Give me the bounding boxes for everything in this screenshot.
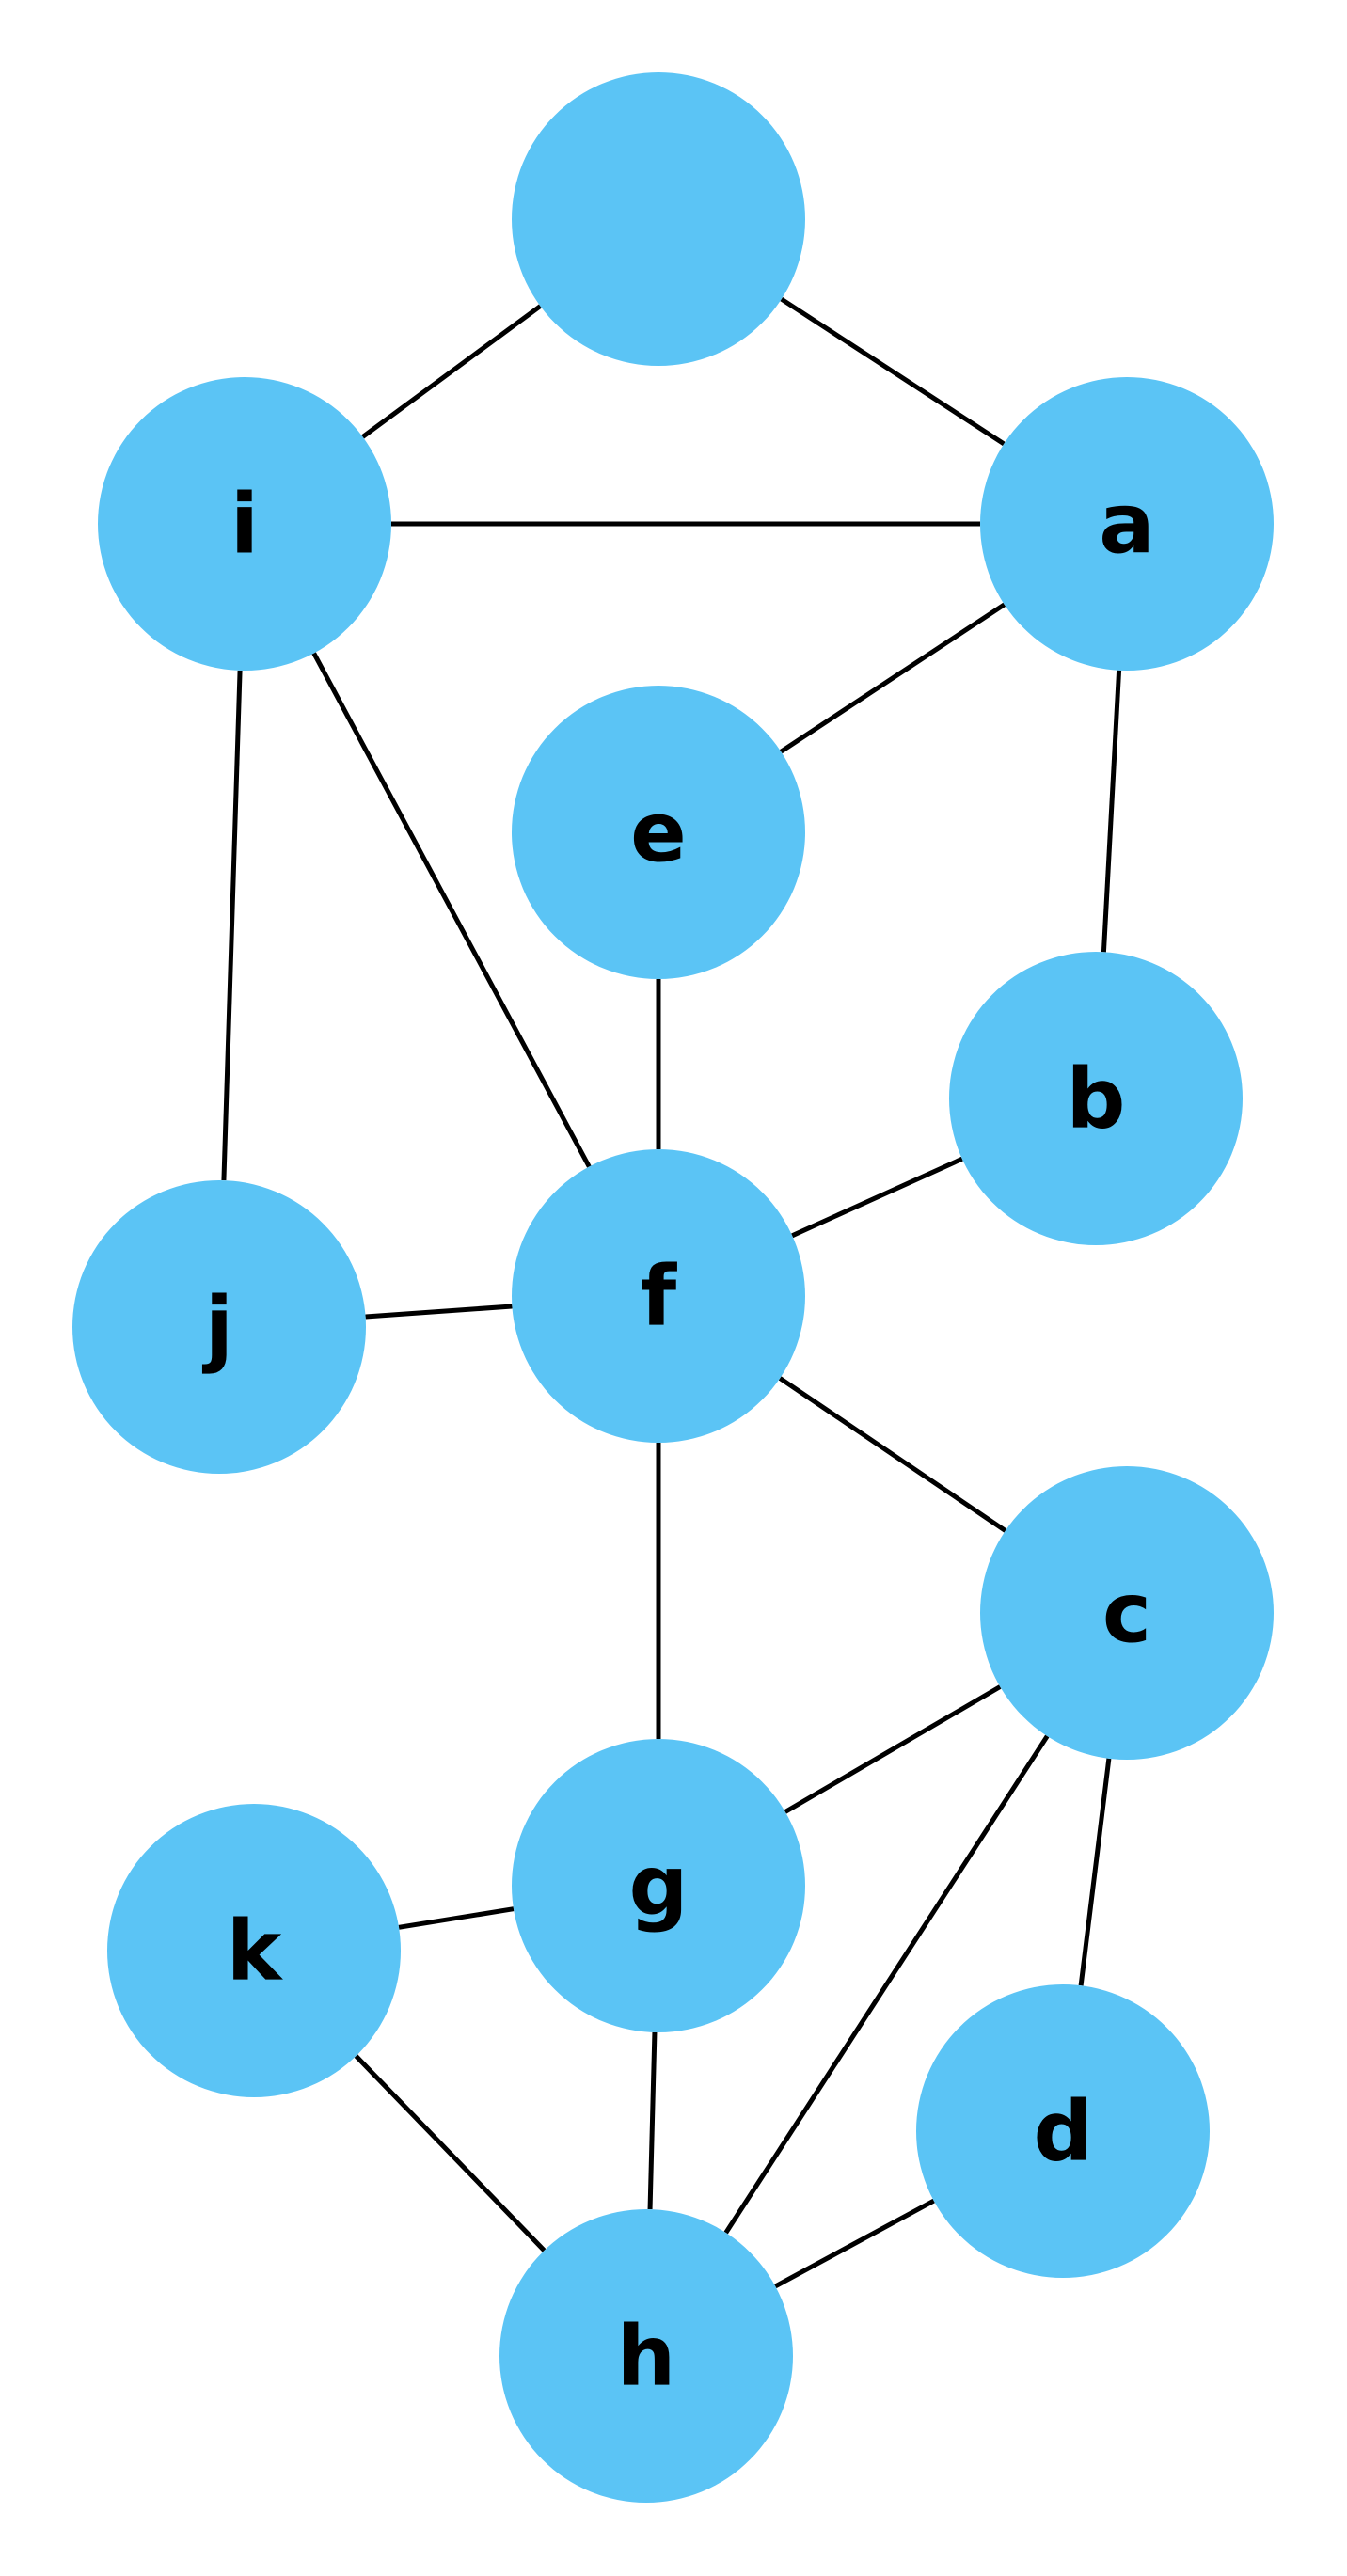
node-label-f: f — [641, 1248, 678, 1345]
edge-j-f — [365, 1304, 513, 1320]
node-circle-g — [512, 1739, 805, 2032]
edge-d-h — [774, 2198, 935, 2289]
node-c: c — [980, 1466, 1274, 1760]
edge-b-f — [791, 1156, 963, 1239]
node-label-d: d — [1034, 2083, 1093, 2180]
edge-k-h — [354, 2054, 547, 2252]
node-circle-h — [499, 2209, 793, 2503]
edge-f-c — [778, 1376, 1007, 1533]
node-label-b: b — [1067, 1051, 1126, 1147]
edge-c-d — [1078, 1758, 1112, 1986]
node-circle-c — [980, 1466, 1274, 1760]
node-k: k — [107, 1804, 401, 2097]
node-label-c: c — [1102, 1565, 1151, 1662]
node-label-h: h — [617, 2308, 676, 2405]
node-circle-a — [980, 377, 1274, 671]
node-circle-top — [512, 72, 805, 366]
edge-g-h — [647, 2031, 658, 2210]
node-label-i: i — [230, 476, 259, 573]
nodes-layer: a b c d e f g h i j k — [72, 72, 1274, 2503]
node-f: f — [512, 1149, 805, 1443]
node-circle-e — [512, 686, 805, 979]
node-circle-b — [949, 952, 1243, 1245]
edge-i-top — [361, 304, 542, 439]
node-circle-j — [72, 1180, 366, 1474]
node-circle-k — [107, 1804, 401, 2097]
node-label-j: j — [202, 1279, 233, 1376]
node-circle-i — [98, 377, 391, 671]
node-circle-d — [916, 1984, 1210, 2278]
edge-i-j — [221, 670, 243, 1181]
node-e: e — [512, 686, 805, 979]
node-a: a — [980, 377, 1274, 671]
edges-layer — [221, 296, 1122, 2289]
node-top — [512, 72, 805, 366]
node-h: h — [499, 2209, 793, 2503]
edge-k-g — [398, 1906, 515, 1930]
edge-c-h — [723, 1734, 1050, 2235]
node-i: i — [98, 377, 391, 671]
node-j: j — [72, 1180, 366, 1474]
node-label-k: k — [227, 1903, 284, 1999]
node-b: b — [949, 952, 1243, 1245]
edge-top-a — [780, 296, 1006, 447]
edge-a-e — [779, 602, 1006, 754]
node-circle-f — [512, 1149, 805, 1443]
node-g: g — [512, 1739, 805, 2032]
node-label-g: g — [629, 1838, 689, 1935]
node-label-e: e — [630, 784, 687, 881]
edge-a-b — [1101, 670, 1122, 953]
edge-i-f — [311, 652, 592, 1168]
node-d: d — [916, 1984, 1210, 2278]
node-label-a: a — [1099, 476, 1154, 573]
edge-c-g — [784, 1684, 1002, 1814]
